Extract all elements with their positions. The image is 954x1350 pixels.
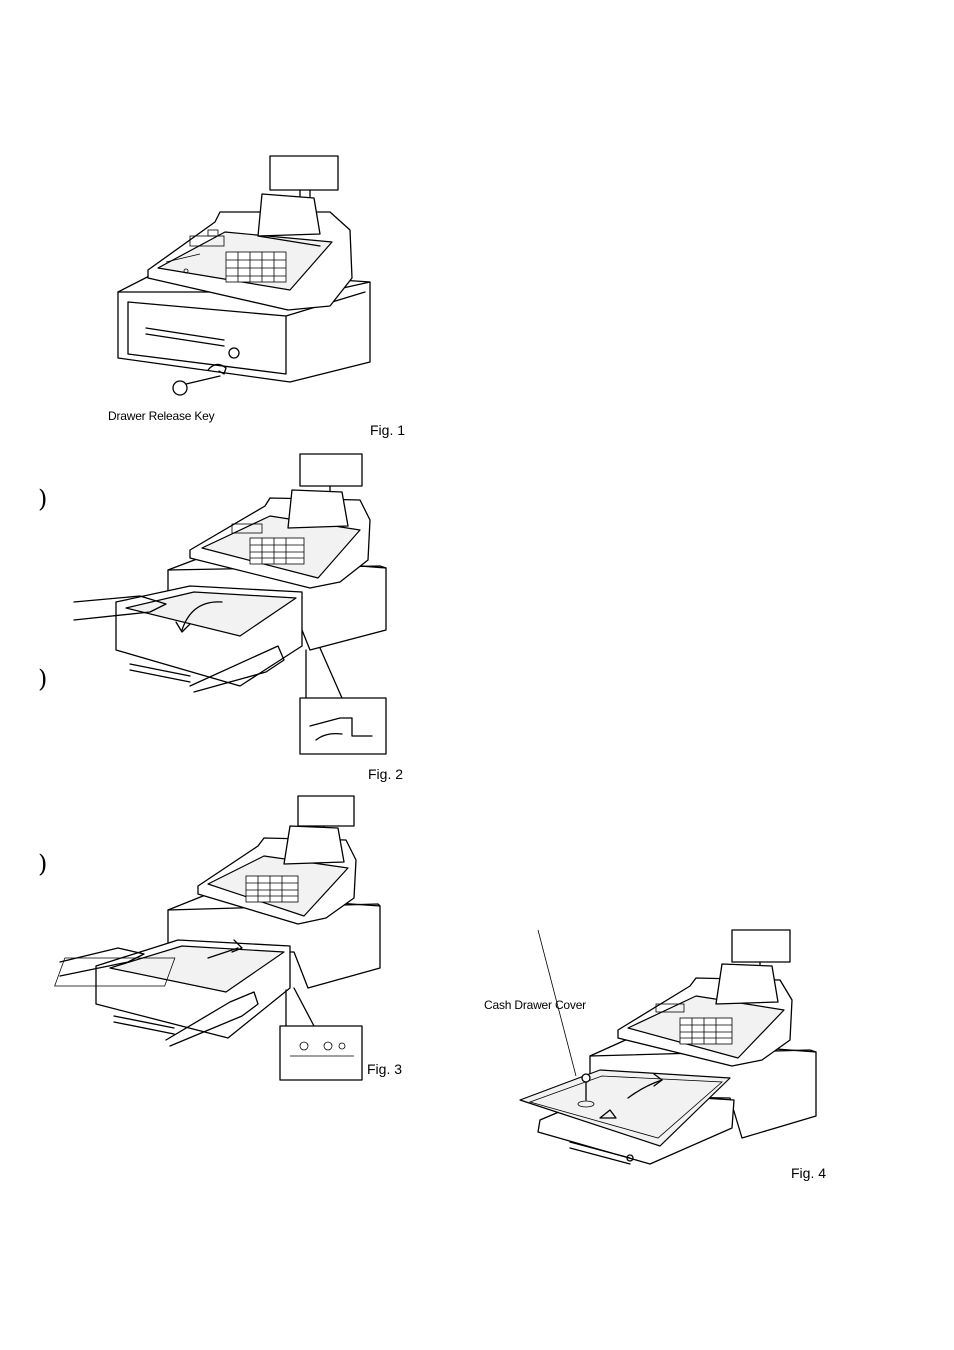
cash-register-illustration xyxy=(100,150,420,440)
margin-mark: ) xyxy=(38,850,47,878)
figure-3 xyxy=(58,790,388,1090)
figure-2 xyxy=(70,450,400,760)
drawer-removal-illustration xyxy=(70,450,400,760)
fig-4-caption: Fig. 4 xyxy=(791,1165,826,1181)
drawer-release-key-label: Drawer Release Key xyxy=(108,409,214,423)
margin-mark: ) xyxy=(38,665,47,693)
fig-3-caption: Fig. 3 xyxy=(367,1061,402,1077)
drawer-tray-illustration xyxy=(58,790,388,1090)
figure-1 xyxy=(100,150,420,440)
fig-1-caption: Fig. 1 xyxy=(370,422,405,438)
cash-drawer-cover-illustration xyxy=(510,920,830,1190)
figure-4 xyxy=(510,920,830,1190)
cash-drawer-cover-label: Cash Drawer Cover xyxy=(484,998,586,1012)
fig-2-caption: Fig. 2 xyxy=(368,766,403,782)
margin-mark: ) xyxy=(38,485,47,513)
